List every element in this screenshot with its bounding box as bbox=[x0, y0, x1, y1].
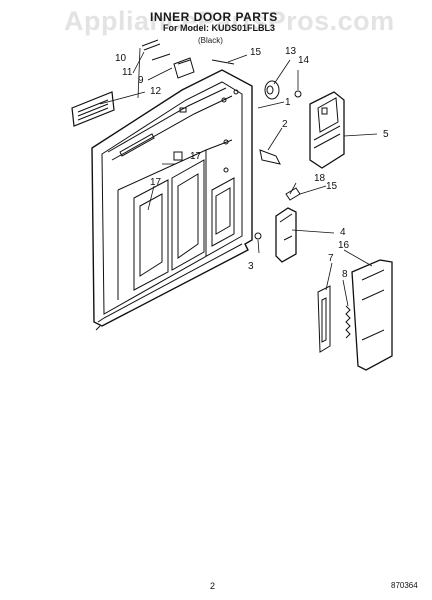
screws-part bbox=[141, 39, 171, 61]
side-panel-part bbox=[351, 259, 393, 371]
callout-13: 13 bbox=[285, 46, 297, 57]
spring-part bbox=[345, 305, 351, 339]
dispenser-part bbox=[309, 91, 345, 169]
callout-12: 12 bbox=[150, 86, 162, 97]
page-number: 2 bbox=[210, 581, 216, 591]
callout-7: 7 bbox=[328, 253, 334, 264]
callout-15-mid: 15 bbox=[326, 181, 338, 192]
latch-part bbox=[259, 149, 281, 165]
diagram-title: INNER DOOR PARTS bbox=[150, 10, 278, 24]
callout-9: 9 bbox=[138, 75, 144, 86]
knob-assembly-part bbox=[264, 80, 302, 100]
document-number: 870364 bbox=[391, 581, 418, 590]
vent-grille-part bbox=[71, 91, 115, 127]
callout-3: 3 bbox=[248, 261, 254, 272]
callout-1: 1 bbox=[285, 97, 291, 108]
inner-door-panel bbox=[91, 69, 253, 331]
callout-15-top: 15 bbox=[250, 47, 262, 58]
rail-part bbox=[317, 285, 331, 353]
callout-8: 8 bbox=[342, 269, 348, 280]
callout-16: 16 bbox=[338, 240, 350, 251]
callout-18: 18 bbox=[314, 173, 326, 184]
callout-14: 14 bbox=[298, 55, 310, 66]
leader-lines bbox=[99, 47, 378, 307]
latch-assembly-part bbox=[275, 207, 297, 263]
callout-17-left: 17 bbox=[150, 177, 162, 188]
color-label: (Black) bbox=[198, 36, 223, 45]
bracket-part bbox=[173, 57, 195, 79]
watermark: AppliancePartsPros.com bbox=[64, 6, 395, 36]
model-subtitle: For Model: KUDS01FLBL3 bbox=[163, 23, 276, 33]
callout-10: 10 bbox=[115, 53, 127, 64]
callout-17-right: 17 bbox=[190, 151, 202, 162]
callout-11: 11 bbox=[122, 67, 133, 78]
clip-part bbox=[285, 187, 301, 201]
callout-4: 4 bbox=[340, 227, 346, 238]
callout-2: 2 bbox=[282, 119, 288, 130]
screw-part-bottom bbox=[254, 232, 262, 240]
callout-5: 5 bbox=[383, 129, 389, 140]
screw-part-top bbox=[211, 59, 235, 65]
